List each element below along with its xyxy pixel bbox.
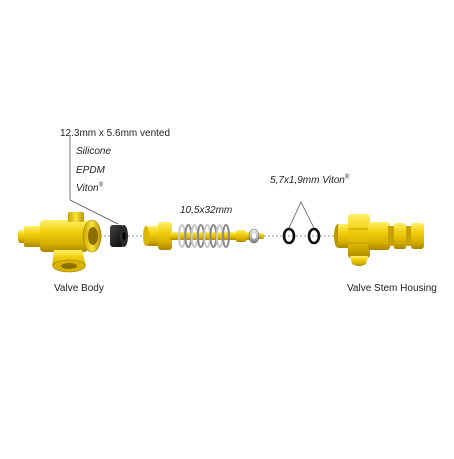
valve-stem-housing-part: [334, 214, 424, 266]
valve-stem-housing-label: Valve Stem Housing: [347, 283, 437, 294]
material-silicone-label: Silicone: [76, 146, 112, 157]
spring-coil: [222, 224, 230, 248]
registered-mark: ®: [98, 182, 104, 189]
material-epdm-label: EPDM: [76, 165, 105, 176]
o-ring-leader: [288, 201, 315, 229]
o-ring-2: [307, 227, 321, 245]
valve-body-label: Valve Body: [54, 283, 104, 294]
spring-part: [178, 224, 230, 248]
material-viton-text: Viton: [76, 183, 99, 194]
valve-body-part: [18, 212, 102, 273]
o-ring-size-label: 5,7x1,9mm Viton®: [270, 175, 349, 187]
washer-part: [248, 228, 260, 244]
registered-mark-2: ®: [344, 174, 350, 181]
seal-leader-2: [69, 199, 119, 225]
o-ring-1: [282, 227, 296, 245]
vented-seal-part: [110, 225, 128, 247]
o-ring-size-text: 5,7x1,9mm Viton: [270, 175, 345, 186]
spring-size-label: 10,5x32mm: [180, 205, 233, 216]
seal-size-label: 12.3mm x 5.6mm vented: [60, 128, 171, 139]
material-viton-label: Viton®: [76, 183, 103, 195]
